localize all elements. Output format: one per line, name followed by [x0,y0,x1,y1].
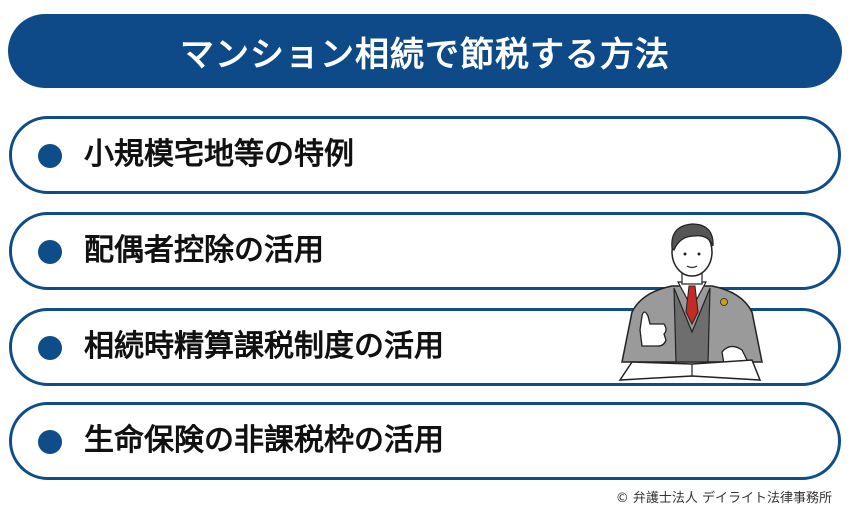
list-item: 生命保険の非課税枠の活用 [9,402,841,480]
copyright-notice: © 弁護士法人 デイライト法律事務所 [615,491,832,506]
bullet-icon [38,144,62,168]
list-item: 小規模宅地等の特例 [9,116,841,194]
list-item-label: 生命保険の非課税枠の活用 [84,423,444,458]
title-banner: マンション相続で節税する方法 [8,14,842,88]
bullet-icon [38,430,62,454]
list-item-label: 相続時精算課税制度の活用 [84,329,444,364]
list-item-label: 配偶者控除の活用 [84,233,324,268]
list-item-label: 小規模宅地等の特例 [84,137,354,172]
page-title: マンション相続で節税する方法 [180,34,670,75]
bullet-icon [38,336,62,360]
lawyer-illustration [618,223,763,381]
bullet-icon [38,240,62,264]
